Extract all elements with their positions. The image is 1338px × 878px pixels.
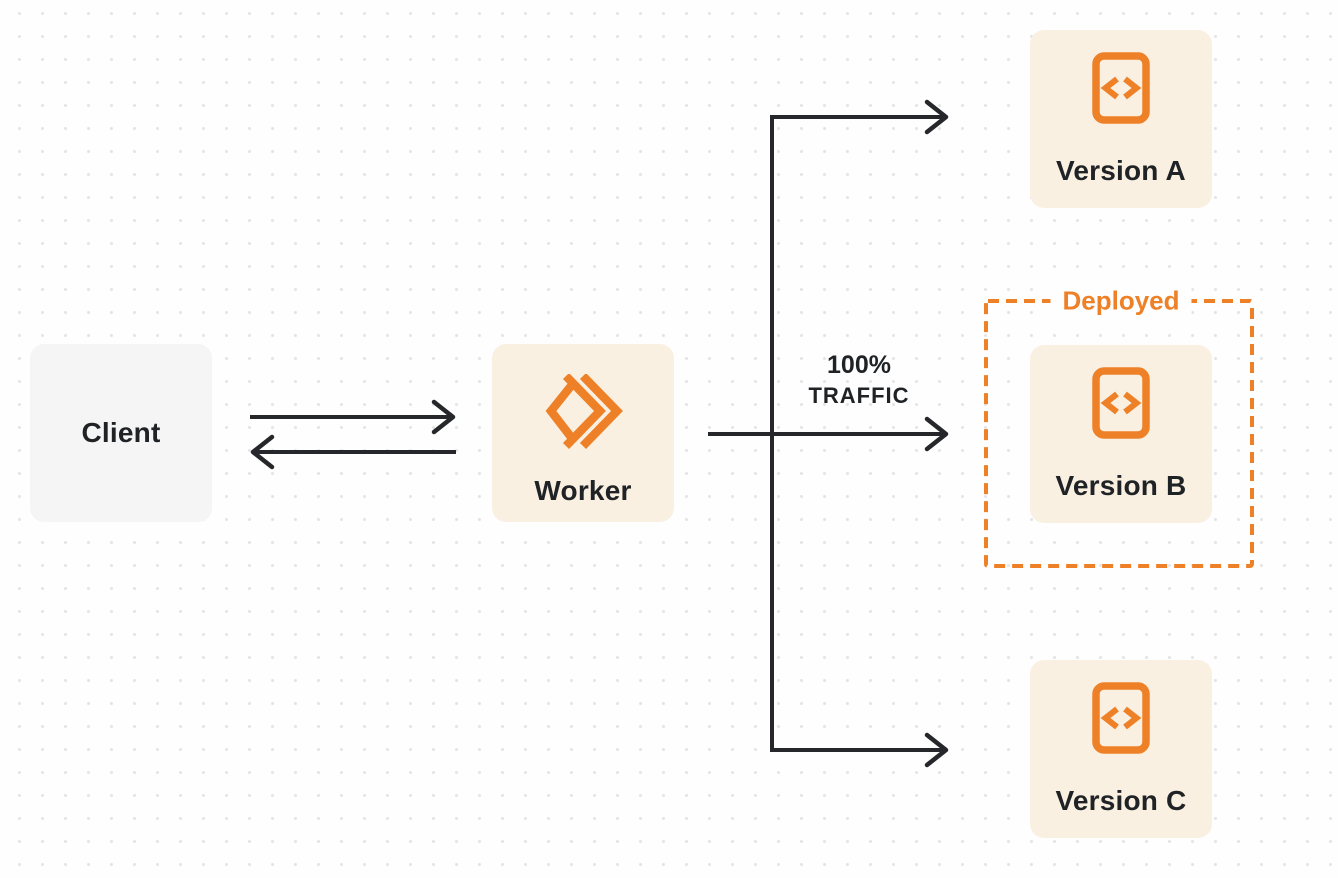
node-worker: Worker: [492, 344, 674, 522]
version-a-label: Version A: [1056, 155, 1186, 186]
node-client: Client: [30, 344, 212, 522]
workers-logo-icon: [544, 373, 623, 454]
traffic-word-text: TRAFFIC: [808, 383, 910, 408]
code-file-icon: [1092, 367, 1150, 444]
node-version-c: Version C: [1030, 660, 1212, 838]
traffic-percent-text: 100%: [827, 351, 891, 379]
deployed-badge: Deployed: [1050, 283, 1192, 319]
code-file-icon: [1092, 682, 1150, 759]
traffic-annotation: 100% TRAFFIC: [808, 350, 909, 412]
node-version-a: Version A: [1030, 30, 1212, 208]
edge-worker-to-version-c: [770, 434, 949, 768]
code-file-icon: [1092, 52, 1150, 129]
version-c-label: Version C: [1055, 785, 1187, 816]
version-b-label: Version B: [1055, 470, 1187, 501]
node-version-b: Version B: [1030, 345, 1212, 523]
client-label: Client: [81, 417, 161, 448]
worker-label: Worker: [534, 475, 632, 506]
